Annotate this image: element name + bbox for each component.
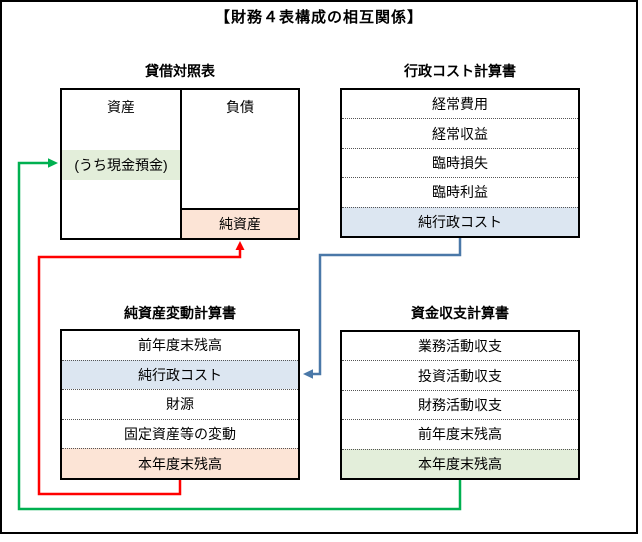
assets-column: 資産 (うち現金預金) [62, 90, 182, 238]
liabilities-header: 負債 [226, 99, 254, 115]
cash-deposit-cell: (うち現金預金) [62, 150, 180, 180]
net-admin-cost-cell: 純行政コスト [342, 206, 578, 237]
table-row: 固定資産等の変動 [62, 418, 298, 449]
table-row: 業務活動収支 [418, 338, 502, 355]
liabilities-column: 負債 純資産 [182, 90, 298, 238]
net-assets-change-title: 純資産変動計算書 [124, 305, 236, 321]
net-assets-change-box: 前年度末残高 純行政コスト 財源 固定資産等の変動 本年度末残高 [60, 329, 300, 480]
table-row: 投資活動収支 [342, 360, 578, 389]
year-end-balance-cell: 本年度末残高 [62, 448, 298, 478]
table-row: 前年度末残高 [342, 419, 578, 448]
balance-sheet-title: 貸借対照表 [145, 63, 215, 79]
assets-header: 資産 [107, 99, 135, 115]
net-admin-cost-link-cell: 純行政コスト [62, 359, 298, 390]
outer-border [0, 0, 638, 534]
cash-year-end-balance-cell: 本年度末残高 [342, 448, 578, 479]
table-row: 臨時損失 [342, 147, 578, 177]
page-title: 【財務４表構成の相互関係】 [214, 9, 423, 26]
table-row: 経常収益 [342, 118, 578, 147]
table-row: 財務活動収支 [342, 389, 578, 419]
cash-flow-title: 資金収支計算書 [411, 305, 509, 321]
table-row: 前年度末残高 [138, 337, 222, 354]
table-row: 臨時利益 [342, 177, 578, 206]
net-assets-cell: 純資産 [182, 208, 298, 238]
balance-sheet-box: 資産 (うち現金預金) 負債 純資産 [60, 88, 300, 240]
table-row: 経常費用 [432, 96, 488, 113]
table-row: 財源 [62, 389, 298, 419]
admin-cost-box: 経常費用 経常収益 臨時損失 臨時利益 純行政コスト [340, 88, 580, 238]
cash-flow-box: 業務活動収支 投資活動収支 財務活動収支 前年度末残高 本年度末残高 [340, 330, 580, 480]
admin-cost-title: 行政コスト計算書 [404, 63, 516, 79]
